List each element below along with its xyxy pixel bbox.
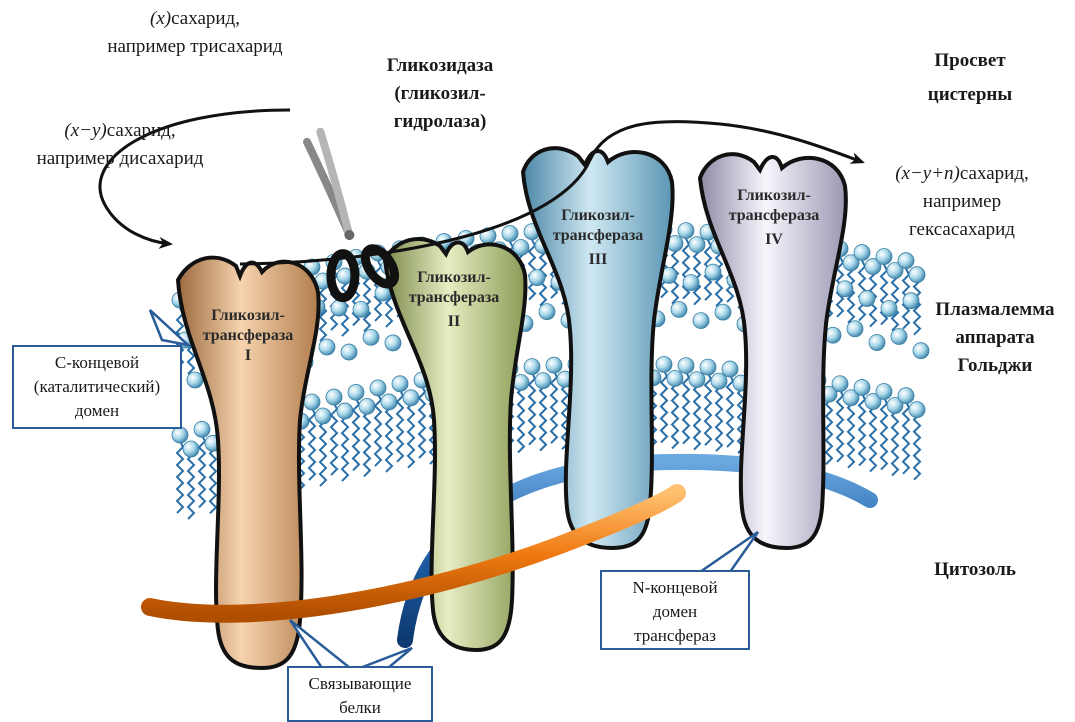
right-sugar-label: (x−y+n)сахарид, например гексасахарид [862, 160, 1062, 244]
lumen-label: Просвет цистерны [905, 47, 1035, 109]
callout-tail-n [700, 532, 758, 572]
binding-proteins-callout: Связывающие белки [287, 666, 433, 722]
n-terminal-callout: N-концевой домен трансфераз [600, 570, 750, 650]
callout-tail-binding-1 [290, 620, 350, 668]
cytosol-label: Цитозоль [905, 556, 1045, 584]
c-terminal-callout: С-концевой (каталитический) домен [12, 345, 182, 429]
membrane-label: Плазмалемма аппарата Гольджи [925, 296, 1065, 380]
callout-tail-binding-2 [360, 648, 412, 668]
glycosidase-label: Гликозидаза (гликозил- гидролаза) [355, 52, 525, 136]
left-sugar-label: (x−y)сахарид, например дисахарид [0, 117, 240, 173]
top-sugar-label: (x)сахарид, например трисахарид [75, 5, 315, 61]
